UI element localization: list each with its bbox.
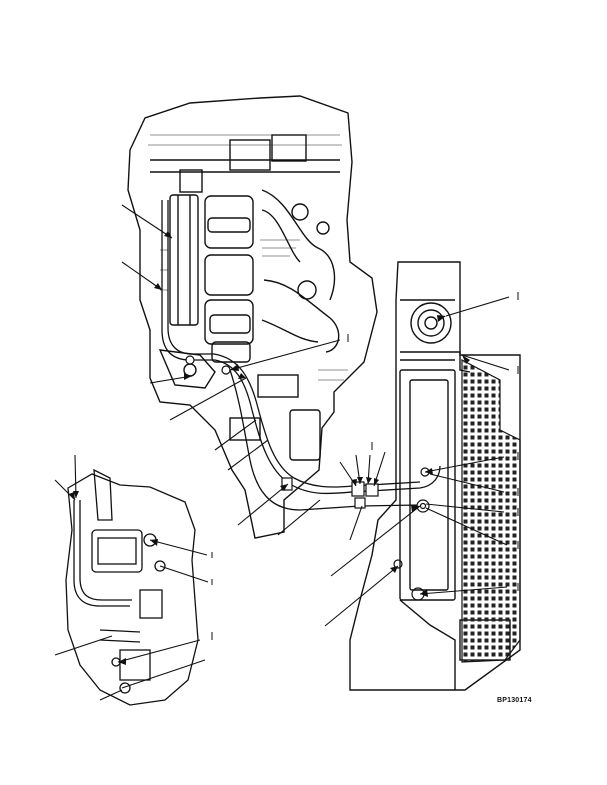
callout-leader-lines (54, 204, 510, 701)
fuel-tank (349, 261, 521, 691)
engine-block-texture (148, 134, 348, 381)
figure-id-label: BP130174 (497, 697, 532, 704)
inset-detail-view (65, 468, 199, 706)
callout-ticks (211, 292, 519, 640)
fuel-line-fittings (185, 355, 430, 601)
fuel-line (161, 200, 441, 511)
callout-arrowheads (69, 231, 470, 665)
